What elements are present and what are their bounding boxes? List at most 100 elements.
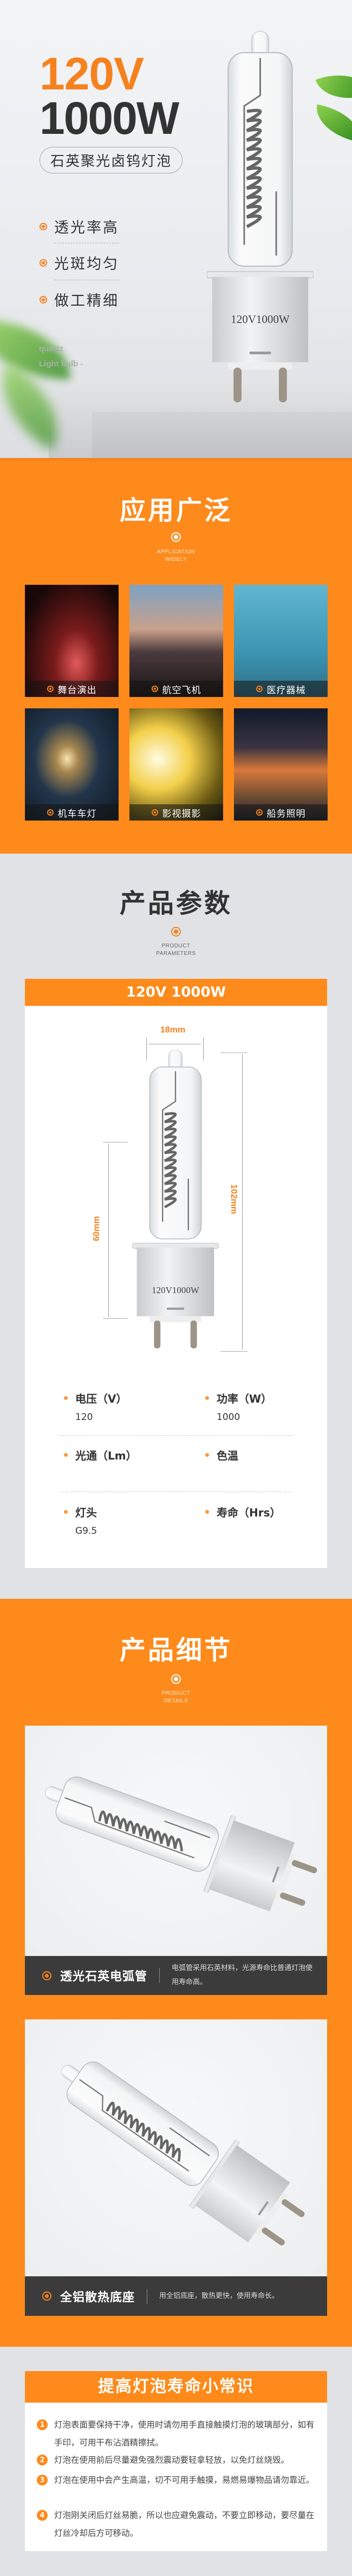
dimension-line [103,1318,128,1319]
bullet-icon [47,686,54,692]
bullet-icon [40,222,47,230]
section-title: 应用广泛 [119,495,232,526]
bullet-icon [256,686,263,692]
feature-item: 做工精细 [40,289,119,310]
tip-text: 灯泡表面要保持干净，使用时请勿用手直接触摸灯泡的玻璃部分，如有手印，可用干布沾酒… [54,2420,315,2448]
bullet-icon [42,2291,51,2301]
bullet-icon [40,259,47,267]
leaf-decoration [311,104,352,143]
bulb-image [28,1751,327,1928]
number-badge: 4 [37,2510,48,2521]
target-icon [171,927,181,937]
dimension-line [220,1351,247,1352]
english-subtitle: Light bulb - [39,359,83,369]
detail-caption: 透光石英电弧管 电弧管采用石英材料，光源寿命比普通灯泡使用寿命高。 [25,1956,327,1995]
detail-photo-aluminum-base [25,2019,327,2276]
spec-label: 功率（W） [217,1390,272,1406]
glass-height-dimension: 60mm [92,1216,101,1241]
spec-label: 寿命（Hrs） [217,1504,281,1520]
bulb-image [132,1050,219,1351]
application-tile-marine: 船务照明 [234,708,328,821]
wattage-heading: 1000W [40,93,179,144]
section-title: 产品细节 [119,1635,232,1665]
section-title: 产品参数 [119,888,232,919]
tips-section: 提高灯泡寿命小常识 1 灯泡表面要保持干净，使用时请勿用手直接触摸灯泡的玻璃部分，… [0,2347,352,2576]
spec-label: 光通（Lm） [75,1447,137,1463]
english-subtitle: quartz [39,344,63,353]
bullet-icon [42,1971,51,1980]
divider [60,1435,292,1436]
bulb-image [207,27,314,409]
divider [159,1968,160,1983]
application-tile-film: 影视摄影 [129,708,223,821]
caption-desc: 用全铝底座，散热更快，使用寿命长。 [159,2291,279,2300]
spec-label: 灯头 [75,1504,97,1520]
target-icon [171,1674,181,1684]
spec-label: 色温 [217,1447,238,1463]
tip-text: 灯泡在使用中会产生高温，切不可用手触摸，易燃易爆物品请勿靠近。 [54,2475,315,2485]
tile-label: 船务照明 [266,808,306,819]
voltage-heading: 120V [40,48,144,99]
bulb-image [36,2032,322,2267]
divider [0,458,352,461]
application-tile-stage: 舞台演出 [25,585,119,697]
application-tile-aviation: 航空飞机 [129,585,223,697]
number-badge: 3 [37,2475,48,2485]
height-dimension: 102mm [229,1184,238,1215]
tips-card [25,2403,327,2551]
caption-desc: 电弧管采用石英材料，光源寿命比普通灯泡使用寿命高。 [172,1964,313,1986]
bullet-icon [151,686,158,692]
tip-item: 2 灯泡在使用前后尽量避免强烈震动要轻拿轻放，以免灯丝烧毁。 [37,2451,318,2469]
number-badge: 1 [37,2419,48,2430]
target-icon [171,532,181,542]
hero-banner: 120V1000W 120V 1000W 石英聚光卤钨灯泡 透光率高 光斑均匀 … [0,0,352,461]
bullet-icon [256,809,263,816]
tile-label: 舞台演出 [57,685,97,696]
tip-item: 1 灯泡表面要保持干净，使用时请勿用手直接触摸灯泡的玻璃部分，如有手印，可用干布沾… [37,2416,318,2452]
application-tile-medical: 医疗器械 [234,585,328,697]
tip-text: 灯泡刚关闭后灯丝易脆，所以也应避免震动，不要立即移动，要尽量在灯丝冷却后方可移动… [54,2510,315,2538]
product-name-pill: 石英聚光卤钨灯泡 [40,147,182,173]
tip-text: 灯泡在使用前后尽量避免强烈震动要轻拿轻放，以免灯丝烧毁。 [54,2455,290,2465]
spec-value: 1000 [217,1412,240,1423]
feature-label: 光斑均匀 [54,256,119,273]
detail-photo-quartz-tube [25,1726,327,1956]
dimension-line [242,1054,243,1350]
dimension-line [108,1144,109,1317]
dimension-line [203,1038,204,1061]
caption-title: 全铝散热底座 [60,2290,135,2304]
tips-title: 提高灯泡寿命小常识 [25,2371,327,2403]
bulb-marking: 120V1000W [152,1285,199,1295]
feature-label: 透光率高 [54,219,119,236]
spec-label: 电压（V） [75,1390,127,1406]
tile-label: 机车车灯 [57,808,97,819]
tile-label: 航空飞机 [162,685,201,696]
feature-item: 光斑均匀 [40,252,119,273]
width-dimension: 18mm [160,1025,186,1035]
dimension-line [146,1038,147,1061]
caption-title: 透光石英电弧管 [60,1970,148,1984]
shelf-front [92,412,352,461]
bullet-icon [47,809,54,816]
number-badge: 2 [37,2455,48,2465]
leaf-decoration [315,63,352,111]
model-header: 120V 1000W [25,979,327,1006]
feature-label: 做工精细 [54,293,119,309]
spec-value: 120 [75,1412,93,1423]
spec-value: G9.5 [75,1526,97,1536]
detail-caption: 全铝散热底座 用全铝底座，散热更快，使用寿命长。 [25,2276,327,2316]
tip-item: 3 灯泡在使用中会产生高温，切不可用手触摸，易燃易爆物品请勿靠近。 [37,2471,318,2489]
bullet-icon [151,809,158,816]
tile-label: 医疗器械 [266,685,306,696]
bullet-icon [40,295,47,304]
tip-item: 4 灯泡刚关闭后灯丝易脆，所以也应避免震动，不要立即移动，要尽量在灯丝冷却后方可移… [37,2507,318,2542]
bulb-marking: 120V1000W [231,313,290,326]
tile-label: 影视摄影 [162,808,201,819]
feature-item: 透光率高 [40,216,119,237]
